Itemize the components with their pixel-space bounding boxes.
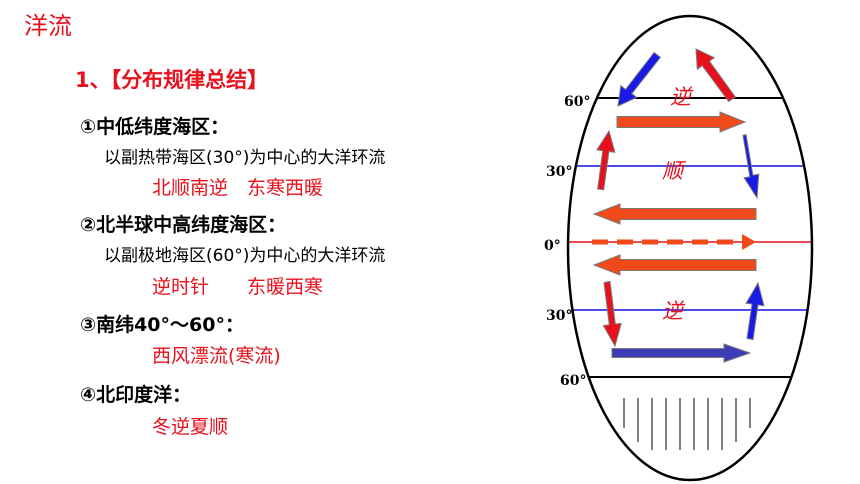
section-heading: 1、【分布规律总结】 — [75, 68, 269, 92]
arrow-warm-west-south-equatorial — [592, 254, 757, 276]
lat-label-60n: 60° — [564, 94, 590, 110]
page-title: 洋流 — [24, 12, 72, 40]
item-2-title: ②北半球中高纬度海区： — [80, 214, 287, 236]
gyre-label-subtropical-south: 逆 — [662, 299, 686, 323]
gyre-label-subtropical-north: 顺 — [662, 159, 687, 183]
arrow-cold-north-east-side — [745, 281, 765, 341]
arrow-cold-south-east-side — [742, 133, 760, 200]
item-4-rule: 冬逆夏顺 — [152, 416, 229, 438]
ocean-basin-outline — [566, 14, 814, 482]
arrow-equatorial-countercurrent — [592, 234, 756, 250]
arrow-warm-north-west-side — [596, 129, 616, 191]
lat-label-equator: 0° — [544, 238, 561, 254]
item-2-rule: 逆时针 东暖西寒 — [152, 276, 324, 298]
item-1-desc: 以副热带海区(30°)为中心的大洋环流 — [104, 148, 386, 168]
item-1-title: ①中低纬度海区： — [80, 116, 230, 138]
gyre-label-subpolar-north: 逆 — [670, 85, 694, 109]
item-4-title: ④北印度洋： — [80, 384, 192, 406]
arrow-warm-northeast — [695, 48, 737, 103]
arrow-warm-south-west-side — [602, 280, 622, 348]
item-2-desc: 以副极地海区(60°)为中心的大洋环流 — [104, 246, 386, 266]
arrow-cold-east-west-wind-drift — [611, 343, 752, 363]
item-3-title: ③南纬40°～60°： — [80, 314, 244, 336]
lat-label-60s: 60° — [560, 373, 586, 389]
item-1-rule: 北顺南逆 东寒西暖 — [152, 177, 324, 199]
lat-label-30n: 30° — [546, 164, 572, 180]
arrow-cold-northwest — [617, 51, 662, 107]
ocean-current-diagram: 60° 30° 0° 30° 60° 逆 顺 逆 — [544, 14, 814, 482]
arrow-warm-west-north-equatorial — [592, 203, 757, 225]
lat-label-30s: 30° — [546, 308, 572, 324]
antarctic-hatch — [623, 398, 751, 450]
arrow-warm-east-upper — [616, 111, 747, 133]
item-3-rule: 西风漂流(寒流) — [152, 345, 281, 367]
